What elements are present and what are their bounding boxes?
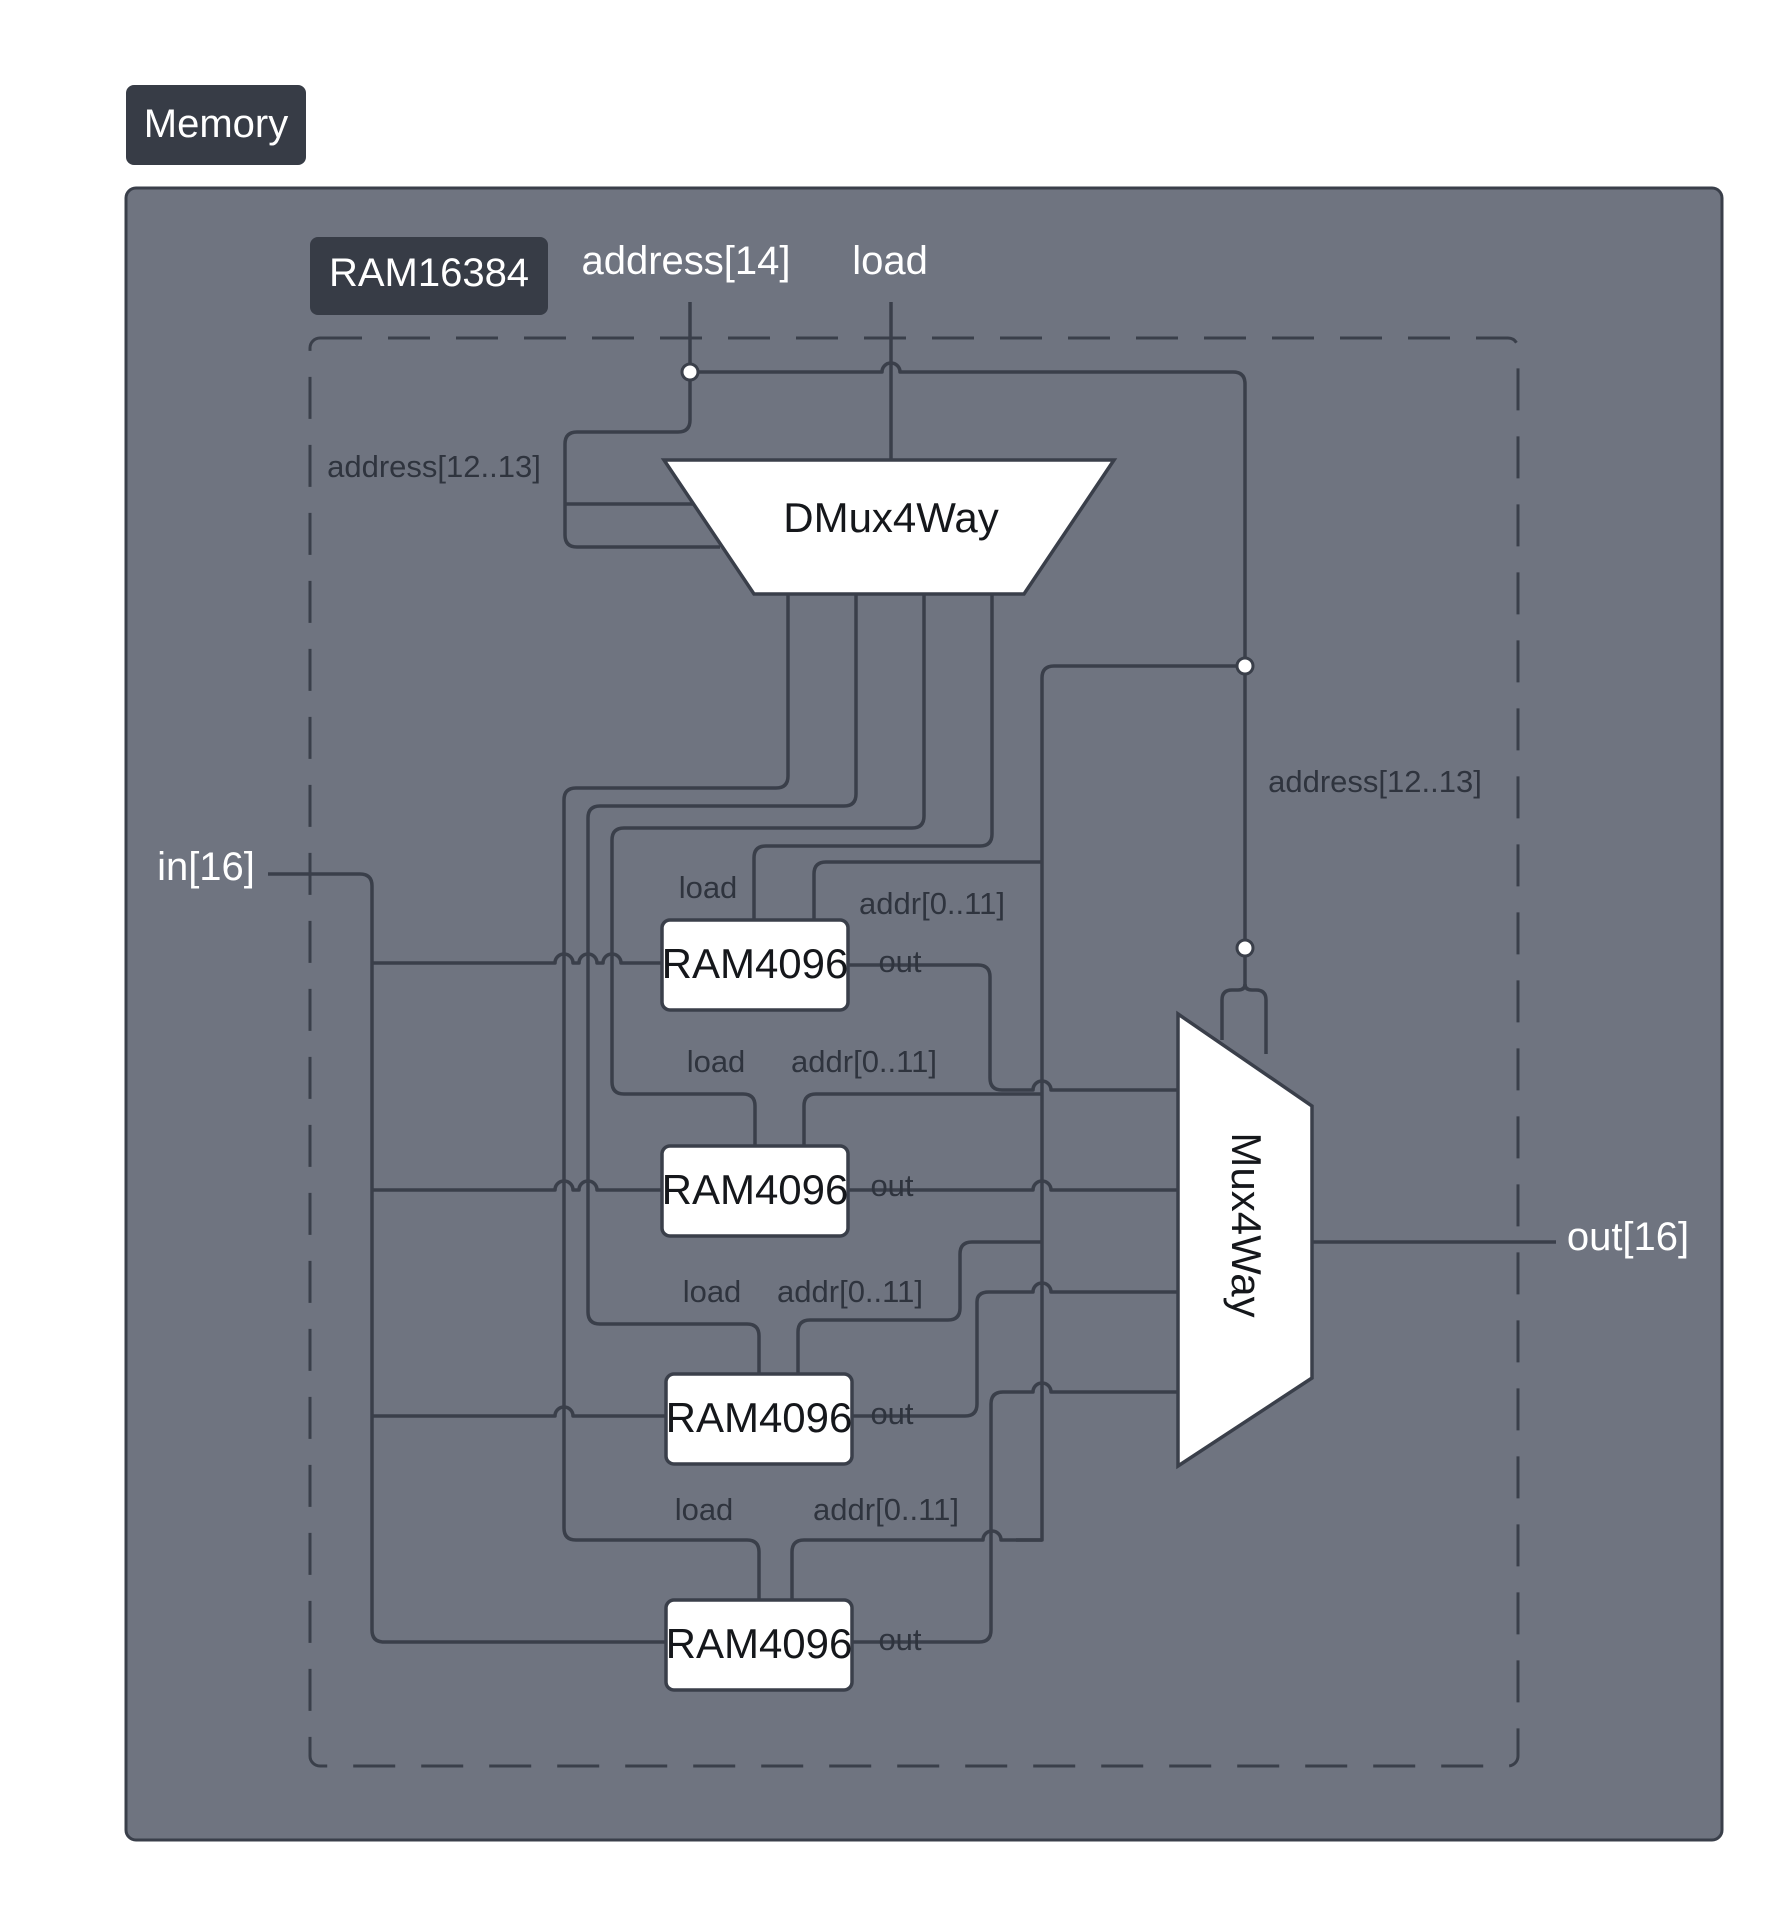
out-output-label: out[16] xyxy=(1567,1215,1689,1259)
ram4-addr-label: addr[0..11] xyxy=(813,1492,959,1527)
memory-title: Memory xyxy=(144,102,288,146)
dmux4way-label: DMux4Way xyxy=(783,494,998,541)
ram3-addr-label: addr[0..11] xyxy=(777,1274,923,1309)
in-input-label: in[16] xyxy=(157,845,255,889)
mux-select-label: address[12..13] xyxy=(1268,764,1482,799)
ram2-load-label: load xyxy=(687,1044,746,1079)
ram1-load-label: load xyxy=(679,870,738,905)
address-input-label: address[14] xyxy=(581,239,790,283)
ram3-load-label: load xyxy=(683,1274,742,1309)
ram4096-block-4: load addr[0..11] RAM4096 out xyxy=(664,1492,959,1692)
ram2-label: RAM4096 xyxy=(662,1166,849,1213)
ram4096-block-1: load addr[0..11] RAM4096 out xyxy=(660,870,1005,1012)
ram2-addr-label: addr[0..11] xyxy=(791,1044,937,1079)
ram1-addr-label: addr[0..11] xyxy=(859,886,1005,921)
ram4096-block-3: load addr[0..11] RAM4096 out xyxy=(664,1274,923,1466)
address-junction-dot xyxy=(680,362,700,382)
ram3-out-label: out xyxy=(870,1396,913,1431)
ram16384-tag: RAM16384 xyxy=(310,237,548,315)
dmux4way-block: DMux4Way xyxy=(660,458,1118,596)
memory-tag: Memory xyxy=(126,85,306,165)
ram4096-block-2: load addr[0..11] RAM4096 out xyxy=(660,1044,937,1238)
ram4-out-label: out xyxy=(878,1622,921,1657)
mux4way-label: Mux4Way xyxy=(1223,1132,1270,1317)
ram1-out-label: out xyxy=(878,944,921,979)
select-junction-dot xyxy=(1235,656,1255,676)
ram2-out-label: out xyxy=(870,1168,913,1203)
ram16384-title: RAM16384 xyxy=(329,251,529,295)
mux4way-block: Mux4Way xyxy=(1176,1010,1314,1470)
memory-panel xyxy=(124,186,1724,1842)
ram4-label: RAM4096 xyxy=(666,1620,853,1667)
mux-select-junction-dot xyxy=(1235,938,1255,958)
wires xyxy=(268,302,1556,1644)
dmux-select-label: address[12..13] xyxy=(327,449,541,484)
load-input-label: load xyxy=(852,239,928,283)
ram3-label: RAM4096 xyxy=(666,1394,853,1441)
ram4-load-label: load xyxy=(675,1492,734,1527)
ram1-label: RAM4096 xyxy=(662,940,849,987)
ram16384-boundary xyxy=(308,336,1520,1768)
